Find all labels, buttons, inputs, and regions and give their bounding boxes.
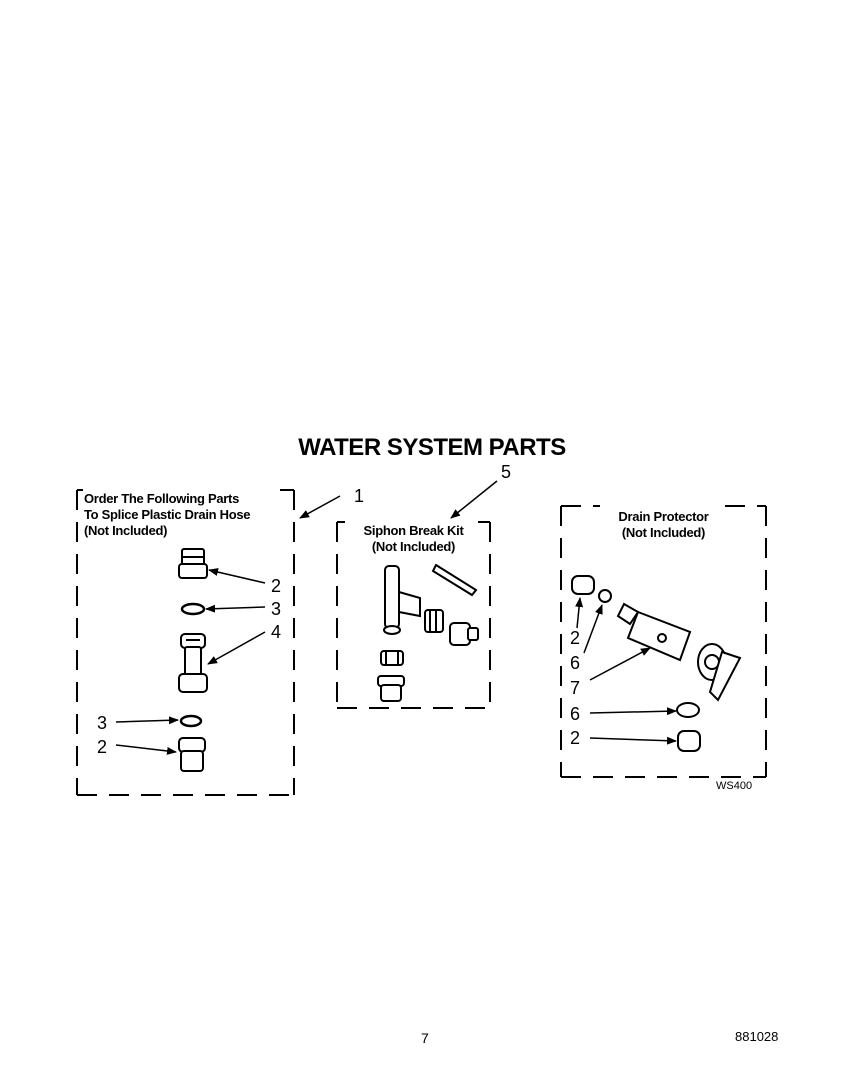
doc-number: 881028	[735, 1029, 779, 1044]
group1-label-line: Order The Following Parts	[84, 491, 240, 506]
coupling-tube	[178, 633, 208, 693]
group1-label: Order The Following Parts To Splice Plas…	[84, 491, 251, 539]
siphon-pin	[431, 563, 478, 597]
diagram-code: WS400	[716, 780, 753, 792]
drain-cap-left	[571, 575, 595, 595]
group3-label-line: Drain Protector	[618, 509, 709, 524]
group2-label: Siphon Break Kit (Not Included)	[337, 523, 490, 555]
group1-label-line: To Splice Plastic Drain Hose	[84, 507, 251, 522]
siphon-cap	[377, 675, 405, 702]
clamp-ring-top	[180, 602, 206, 616]
callout-6: 6	[570, 704, 581, 724]
drain-cap-bottom	[677, 730, 701, 752]
callout-2: 2	[570, 728, 581, 748]
hose-connector-top	[178, 548, 208, 579]
group1-label-line: (Not Included)	[84, 523, 168, 538]
siphon-ring	[380, 650, 404, 666]
group3-frame	[560, 505, 767, 778]
drain-protector-body	[616, 602, 742, 702]
group3-label: Drain Protector (Not Included)	[561, 509, 766, 541]
callout-7: 7	[570, 678, 581, 698]
group1-frame	[76, 489, 295, 796]
page-title: WATER SYSTEM PARTS	[298, 434, 566, 461]
hose-connector-bottom	[178, 737, 206, 772]
callout-3: 3	[97, 713, 108, 733]
callout-2: 2	[570, 628, 581, 648]
callout-2: 2	[271, 576, 282, 596]
drain-washer-bottom	[676, 702, 700, 718]
siphon-tee	[383, 565, 421, 635]
siphon-nut	[424, 609, 444, 633]
callout-4: 4	[271, 622, 282, 642]
group2-label-line: (Not Included)	[371, 539, 456, 554]
callout-6: 6	[570, 653, 581, 673]
callout-3: 3	[271, 599, 282, 619]
page-number: 7	[421, 1030, 429, 1046]
callout-2: 2	[97, 737, 108, 757]
callout-1: 1	[354, 486, 365, 506]
group2-leader	[450, 480, 498, 519]
group3-leaders	[575, 597, 677, 745]
clamp-ring-bottom	[179, 714, 203, 728]
siphon-fitting	[449, 622, 479, 646]
group2-label-line: Siphon Break Kit	[363, 523, 464, 538]
callout-5: 5	[501, 462, 512, 482]
group2-frame	[336, 521, 491, 709]
group3-label-line: (Not Included)	[621, 525, 706, 540]
group1-leaders	[115, 495, 341, 755]
drain-washer-left	[598, 589, 612, 603]
